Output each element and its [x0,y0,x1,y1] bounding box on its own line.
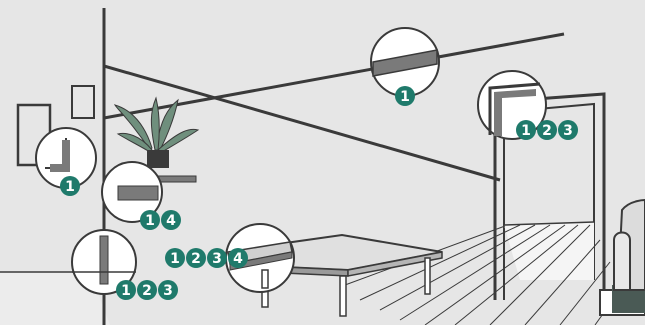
magnifier-top-beam [371,28,439,96]
badge-number: 4 [233,251,243,267]
badge-number: 3 [212,251,222,267]
badge-number: 3 [563,123,573,139]
badge-number: 2 [142,283,152,299]
badge-number: 1 [400,89,410,105]
badge-group-top-beam: 1 [395,86,415,106]
badge-number: 1 [121,283,131,299]
badge-number: 4 [166,213,176,229]
badge-number: 1 [170,251,180,267]
badge-number: 1 [65,179,75,195]
badge-number: 3 [163,283,173,299]
badge-number: 1 [145,213,155,229]
badge-number: 1 [521,123,531,139]
badge-group-picture-frame: 1 [60,176,80,196]
badge-number: 2 [542,123,552,139]
badge-number: 2 [191,251,201,267]
